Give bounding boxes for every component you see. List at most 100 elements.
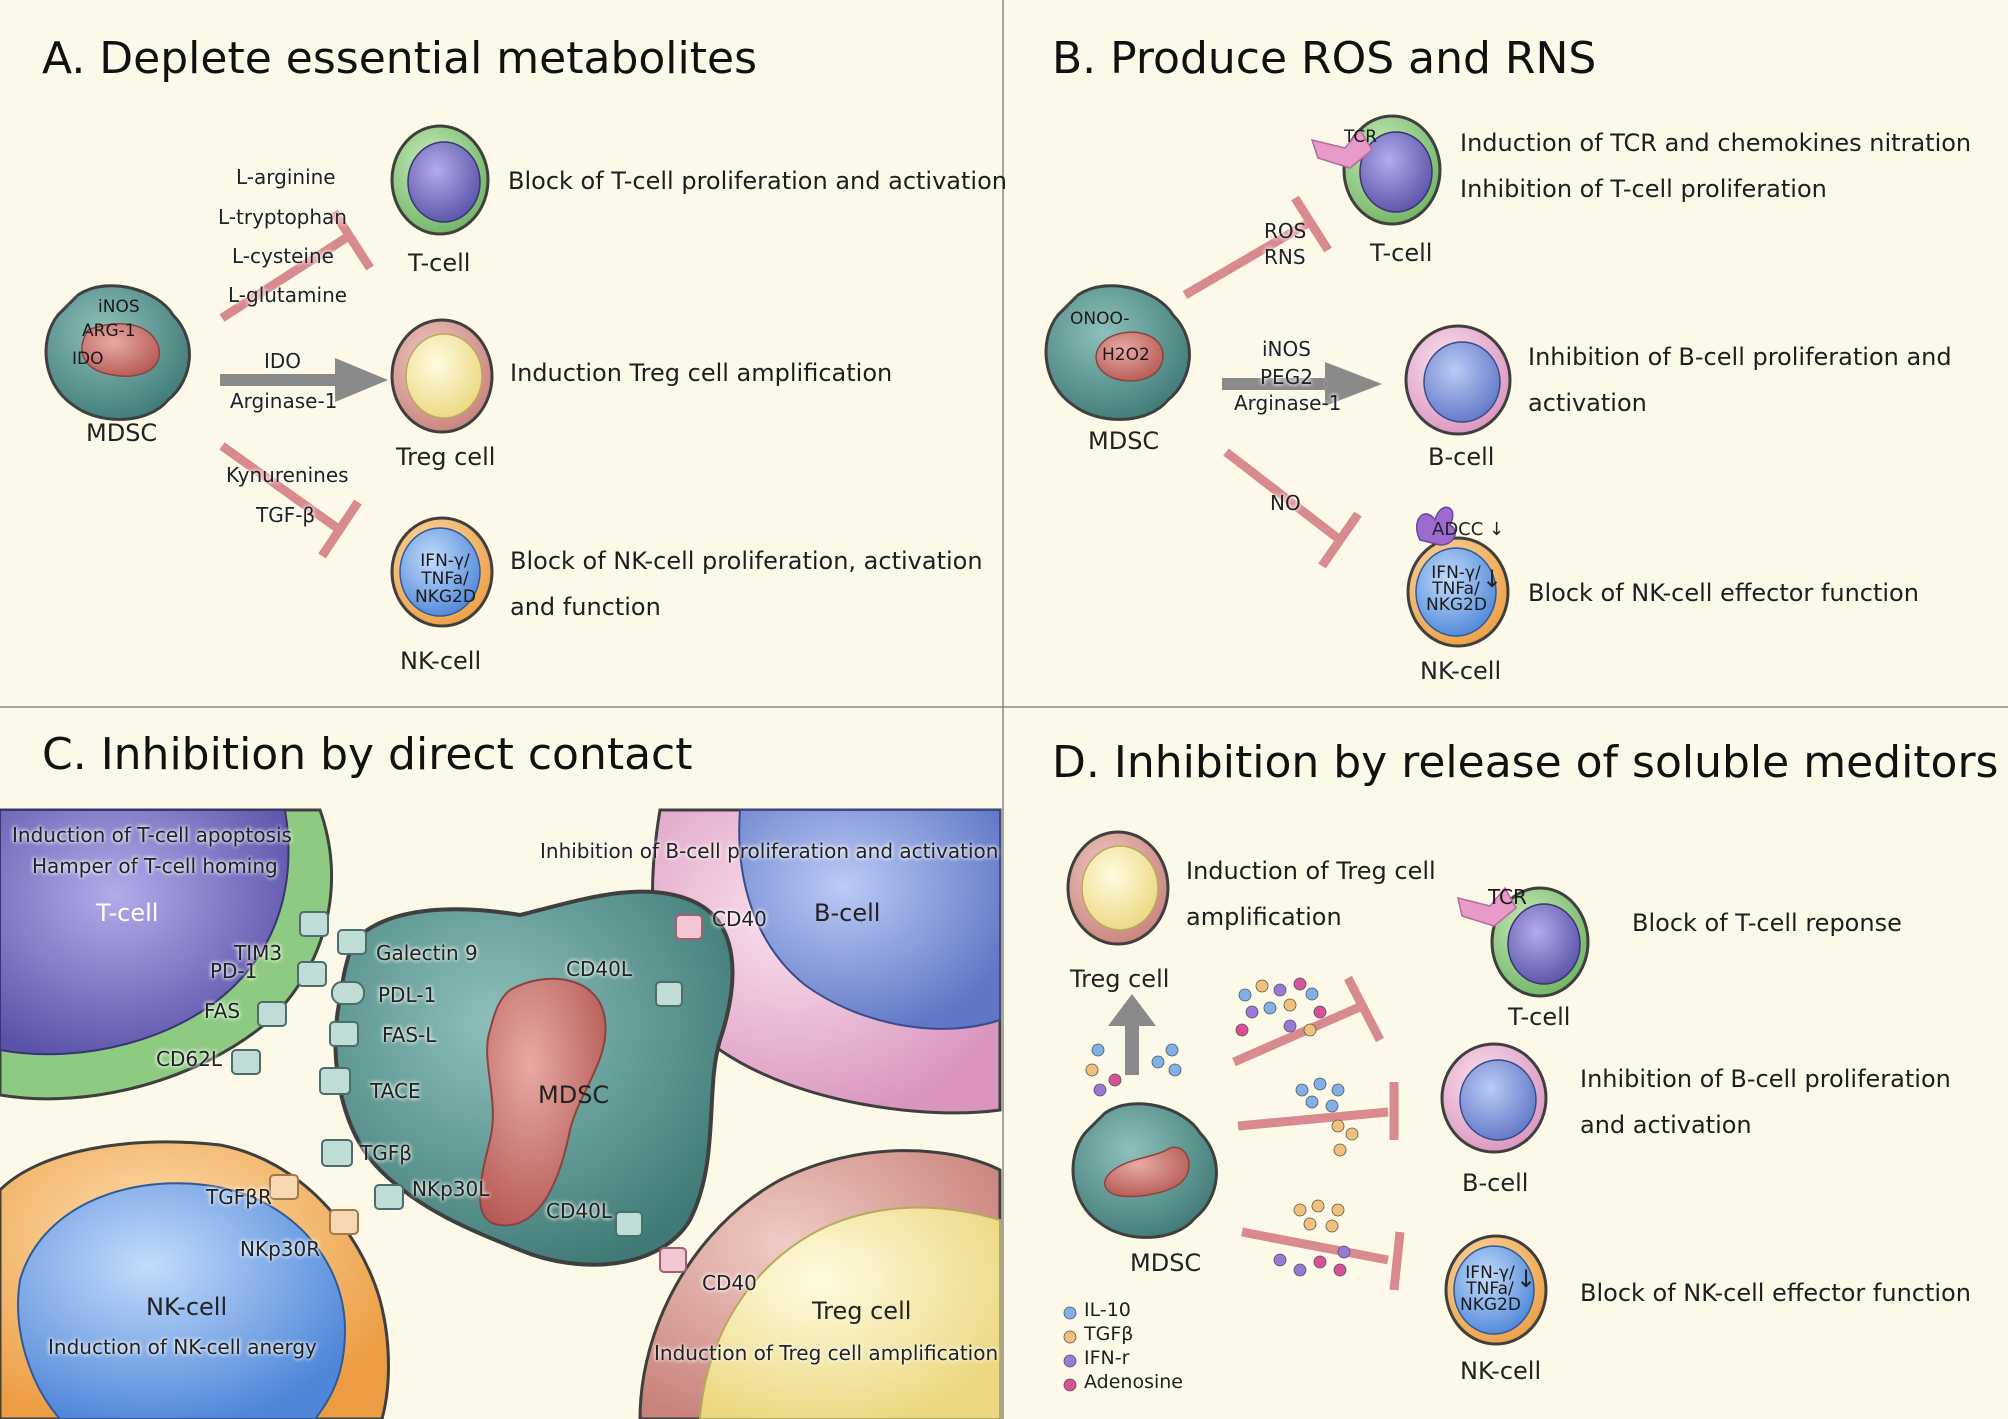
cd62l-connector xyxy=(231,1049,261,1075)
panel-b-arrow1-label: RNS xyxy=(1264,245,1306,269)
panel-c-treg-receptor: CD40 xyxy=(702,1271,757,1295)
panel-a-inhibit-bar-3 xyxy=(318,499,362,559)
mediator-dot xyxy=(1331,1119,1345,1133)
panel-d-treg-effect: Induction of Treg cell xyxy=(1186,857,1436,885)
pd1-connector xyxy=(297,961,327,987)
panel-c-b-cell-effect: Inhibition of B-cell proliferation and a… xyxy=(540,839,999,863)
panel-b-mdsc-inner: H2O2 xyxy=(1102,345,1150,365)
panel-d-mdsc-label: MDSC xyxy=(1130,1249,1202,1277)
mediator-dot xyxy=(1283,1019,1297,1033)
panel-a-mdsc-enzyme: ARG-1 xyxy=(82,321,136,341)
panel-d-legend-swatches xyxy=(1063,1306,1077,1392)
mediator-dot xyxy=(1345,1127,1359,1141)
panel-a-nk-inner: TNFa/ xyxy=(421,569,469,589)
panel-a-treg-cell xyxy=(390,318,494,434)
panel-c-t-cell-nucleus xyxy=(0,809,290,1056)
panel-a-mdsc-enzyme: iNOS xyxy=(98,297,140,317)
panel-a-arrow2-label: IDO xyxy=(264,349,302,373)
panel-c-treg-cell-nucleus xyxy=(698,1206,1001,1419)
mediator-dot xyxy=(1313,1255,1327,1269)
panel-d-treg-cell xyxy=(1066,830,1170,946)
mediator-dot xyxy=(1283,998,1297,1012)
panel-a-arrow3-label: TGF-β xyxy=(256,503,316,527)
panel-c-t-cell-effect: Induction of T-cell apoptosis xyxy=(12,823,292,847)
panel-c-ligand-galectin9: Galectin 9 xyxy=(376,941,478,965)
panel-c-nk-receptor-nkp30r: NKp30R xyxy=(240,1237,321,1261)
panel-d-inhibit-arrow-nk xyxy=(1241,1227,1389,1265)
panel-a-arrow3-label: Kynurenines xyxy=(226,463,349,487)
panel-d-mdsc-nucleus xyxy=(1104,1146,1190,1198)
mediator-dot xyxy=(1093,1083,1107,1097)
panel-d-b-cell-effect: and activation xyxy=(1580,1111,1752,1139)
mediator-dot xyxy=(1325,1099,1339,1113)
panel-b-mdsc-inner: ONOO- xyxy=(1070,309,1130,329)
panel-d-title: D. Inhibition by release of soluble medi… xyxy=(1052,737,1999,788)
panel-c-receptor-cd62l: CD62L xyxy=(156,1047,222,1071)
cd40l-bottom-connector xyxy=(615,1211,643,1237)
panel-d-graphics xyxy=(1063,830,1590,1392)
panel-a-stimulate-arrowhead xyxy=(335,358,388,402)
panel-d-mdsc-cell xyxy=(1071,1102,1218,1239)
panel-c-ligand-nkp30l: NKp30L xyxy=(412,1177,490,1201)
panel-c-t-cell-effect: Hamper of T-cell homing xyxy=(32,854,278,878)
panel-b-tcr-receptor xyxy=(1310,128,1373,169)
panel-c-nk-cell-nucleus xyxy=(17,1182,347,1419)
panel-b-arrow2-label: Arginase-1 xyxy=(1234,391,1342,415)
panel-d-t-cell-label: T-cell xyxy=(1508,1003,1571,1031)
nkp30l-connector xyxy=(374,1184,404,1210)
panel-a-effect-3: and function xyxy=(510,593,661,621)
panel-a-nk-inner: NKG2D xyxy=(415,587,476,607)
panel-d-t-cell-effect: Block of T-cell reponse xyxy=(1632,909,1902,937)
panel-d-nk-cell-label: NK-cell xyxy=(1460,1357,1542,1385)
panel-c-cd40l-top: CD40L xyxy=(566,957,632,981)
panel-b-effect-2: Inhibition of B-cell proliferation and xyxy=(1528,343,1952,371)
panel-c-receptor-pd1: PD-1 xyxy=(210,959,258,983)
panel-b-adcc-text: ADCC xyxy=(1432,519,1484,540)
panel-b-arrow1-label: ROS xyxy=(1264,219,1307,243)
panel-b-nk-inner: IFN-γ/ xyxy=(1431,563,1481,583)
mediator-dot xyxy=(1235,1023,1249,1037)
panel-b-title: B. Produce ROS and RNS xyxy=(1052,33,1597,84)
panel-b-effect-1: Induction of TCR and chemokines nitratio… xyxy=(1460,129,1972,157)
mediator-dot xyxy=(1085,1063,1099,1077)
mediator-dot xyxy=(1333,1263,1347,1277)
panel-b-inhibit-arrow-1 xyxy=(1182,218,1313,299)
mediator-dot xyxy=(1293,1203,1307,1217)
panel-c-ligand-fasl: FAS-L xyxy=(382,1023,437,1047)
panel-a-t-cell xyxy=(390,124,490,236)
panel-a-mdsc-label: MDSC xyxy=(86,419,158,447)
panel-c-ligand-tace: TACE xyxy=(370,1079,421,1103)
panel-d-b-cell-label: B-cell xyxy=(1462,1169,1529,1197)
panel-d-mediator-dots xyxy=(1085,977,1359,1277)
panel-c-cd40l-bottom: CD40L xyxy=(546,1199,612,1223)
panel-b-arrow3-label: NO xyxy=(1270,491,1301,515)
panel-b-mdsc-nucleus xyxy=(1095,331,1164,382)
panel-a-inhibit-arrow-3 xyxy=(219,442,343,534)
panel-d-inhibit-arrow-b xyxy=(1237,1107,1389,1131)
mediator-dot xyxy=(1273,1253,1287,1267)
panel-b-adcc-receptor xyxy=(1415,506,1456,546)
panel-d-nk-inner: IFN-γ/ xyxy=(1465,1263,1515,1283)
panel-d-inhibit-bar-nk xyxy=(1389,1231,1405,1291)
mediator-dot xyxy=(1313,1005,1327,1019)
panel-c-treg-cell-label: Treg cell xyxy=(812,1297,912,1325)
panel-b-arrow2-label: PEG2 xyxy=(1260,365,1313,389)
panel-b-nk-inner: NKG2D xyxy=(1426,595,1487,615)
panel-c-nk-cell-effect: Induction of NK-cell anergy xyxy=(48,1335,317,1359)
panel-d-b-cell-effect: Inhibition of B-cell proliferation xyxy=(1580,1065,1951,1093)
mediator-dot xyxy=(1337,1245,1351,1259)
legend-swatch xyxy=(1063,1378,1077,1392)
panel-c-title: C. Inhibition by direct contact xyxy=(42,729,693,780)
panel-b-nk-inner: TNFa/ xyxy=(1432,579,1480,599)
mediator-dot xyxy=(1238,988,1252,1002)
panel-a-nk-inner: IFN-γ/ xyxy=(420,551,470,571)
panel-d-nk-inner: NKG2D xyxy=(1460,1295,1521,1315)
panel-b-mdsc-label: MDSC xyxy=(1088,427,1160,455)
legend-item-label: Adenosine xyxy=(1084,1371,1183,1393)
tgfbr-connector xyxy=(269,1174,299,1200)
panel-d-tcr-label: TCR xyxy=(1488,885,1527,909)
panel-b-inhibit-bar-1 xyxy=(1291,195,1332,253)
panel-a-arrow2-label: Arginase-1 xyxy=(230,389,338,413)
panel-b-b-cell xyxy=(1404,324,1512,436)
